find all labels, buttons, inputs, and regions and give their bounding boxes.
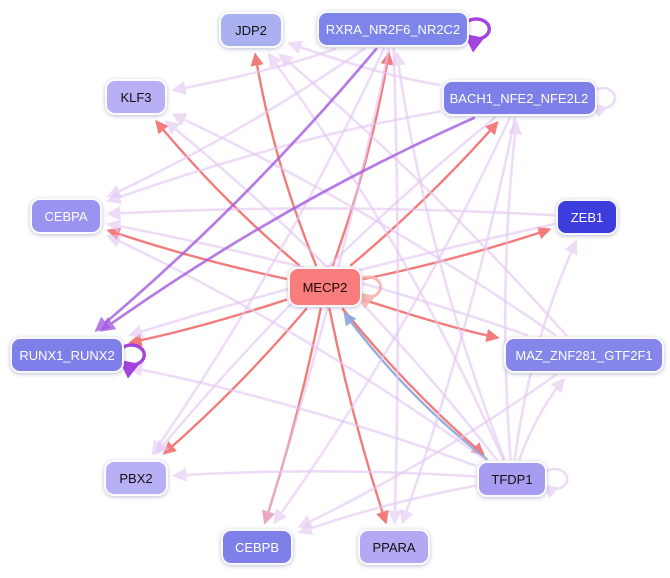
- node-bach1[interactable]: BACH1_NFE2_NFE2L2: [441, 80, 597, 116]
- node-tfdp1[interactable]: TFDP1: [477, 461, 547, 497]
- edge-bach1-cebpb[interactable]: [273, 116, 511, 525]
- edge-tfdp1-jdp2[interactable]: [267, 52, 505, 461]
- node-cebpa[interactable]: CEBPA: [30, 198, 102, 234]
- edge-tfdp1-maz[interactable]: [518, 377, 566, 461]
- self-loop-runx1_runx2[interactable]: [119, 343, 146, 379]
- edge-mecp2-pbx2[interactable]: [162, 307, 308, 455]
- node-mecp2[interactable]: MECP2: [288, 267, 362, 307]
- self-loop-mecp2[interactable]: [357, 275, 383, 309]
- edge-rxra-ppara[interactable]: [387, 47, 403, 525]
- edge-mecp2-maz[interactable]: [362, 298, 500, 342]
- edge-bach1-ppara[interactable]: [399, 116, 517, 525]
- edge-maz-cebpb[interactable]: [297, 373, 557, 528]
- node-maz[interactable]: MAZ_ZNF281_GTF2F1: [504, 337, 664, 373]
- edge-mecp2-cebpb[interactable]: [262, 307, 322, 525]
- edge-tfdp1-cebpb[interactable]: [297, 484, 477, 535]
- node-zeb1[interactable]: ZEB1: [556, 199, 618, 235]
- edge-zeb1-cebpa[interactable]: [106, 206, 556, 221]
- node-runx1_runx2[interactable]: RUNX1_RUNX2: [10, 337, 124, 373]
- edge-rxra-pbx2[interactable]: [151, 47, 385, 456]
- node-klf3[interactable]: KLF3: [105, 79, 167, 115]
- edge-rxra-runx1_runx2[interactable]: [94, 47, 378, 332]
- edge-tfdp1-bach1[interactable]: [503, 120, 523, 461]
- self-loop-rxra[interactable]: [464, 17, 491, 53]
- edge-rxra-cebpa[interactable]: [106, 47, 366, 198]
- edge-mecp2-jdp2[interactable]: [250, 52, 318, 267]
- node-cebpb[interactable]: CEBPB: [221, 529, 293, 565]
- node-pbx2[interactable]: PBX2: [104, 460, 168, 496]
- self-loop-tfdp1[interactable]: [542, 467, 569, 499]
- edge-mecp2-runx1_runx2[interactable]: [128, 298, 288, 347]
- edge-tfdp1-mecp2[interactable]: [343, 311, 488, 461]
- node-jdp2[interactable]: JDP2: [219, 12, 283, 48]
- edge-rxra-klf3[interactable]: [171, 47, 337, 95]
- edge-mecp2-bach1[interactable]: [350, 121, 499, 267]
- edge-mecp2-klf3[interactable]: [155, 119, 300, 267]
- edge-bach1-cebpa[interactable]: [106, 110, 441, 204]
- edge-mecp2-zeb1[interactable]: [362, 226, 552, 281]
- edge-mecp2-tfdp1[interactable]: [341, 307, 485, 456]
- edge-mecp2-cebpa[interactable]: [106, 227, 288, 280]
- edge-mecp2-ppara[interactable]: [328, 307, 389, 525]
- self-loop-bach1[interactable]: [592, 86, 617, 118]
- edge-maz-jdp2[interactable]: [278, 53, 568, 337]
- node-ppara[interactable]: PPARA: [358, 529, 430, 565]
- edge-bach1-runx1_runx2[interactable]: [99, 116, 476, 332]
- node-rxra[interactable]: RXRA_NR2F6_NR2C2: [317, 11, 469, 47]
- edge-maz-klf3[interactable]: [171, 113, 557, 337]
- edge-tfdp1-pbx2[interactable]: [172, 467, 477, 483]
